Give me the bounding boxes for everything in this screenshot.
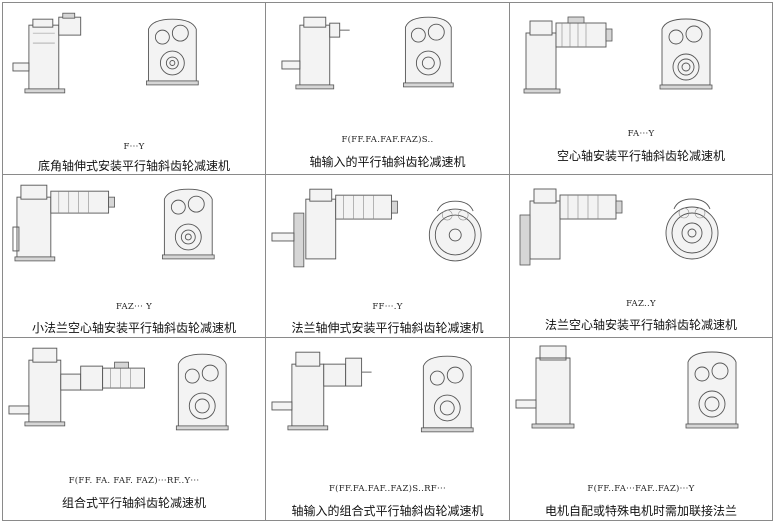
catalog-cell-4: FAZ··· Y 小法兰空心轴安装平行轴斜齿轮减速机 — [3, 175, 266, 338]
reducer-catalog-grid: F···Y 底角轴伸式安装平行轴斜齿轮减速机 F(FF.FA.FAF.FAZ)S… — [2, 2, 773, 521]
small-flange-hollow-shaft-reducer-drawing — [12, 184, 215, 262]
catalog-cell-8: F(FF.FA.FAF..FAZ)S..RF··· 轴输入的组合式平行轴斜齿轮减… — [266, 338, 510, 520]
model-caption: 电机自配或特殊电机时需加联接法兰 — [544, 504, 737, 518]
foot-mounted-shaft-reducer-drawing — [12, 12, 199, 94]
shaft-input-reducer-drawing — [281, 16, 454, 90]
model-caption: 法兰轴伸式安装平行轴斜齿轮减速机 — [291, 321, 484, 335]
model-caption: 轴输入的组合式平行轴斜齿轮减速机 — [291, 504, 484, 518]
catalog-cell-3: FA···Y 空心轴安装平行轴斜齿轮减速机 — [510, 3, 772, 175]
model-code: F(FF..FA···FAF..FAZ)···Y — [587, 484, 695, 494]
model-caption: 组合式平行轴斜齿轮减速机 — [61, 496, 206, 510]
model-code: F···Y — [123, 142, 145, 152]
model-code: FAZ··· Y — [115, 302, 153, 312]
model-code: F(FF. FA. FAF. FAZ)···RF..Y··· — [68, 476, 200, 486]
catalog-cell-7: F(FF. FA. FAF. FAZ)···RF..Y··· 组合式平行轴斜齿轮… — [3, 338, 266, 520]
flange-shaft-reducer-drawing — [271, 188, 482, 268]
model-caption: 轴输入的平行轴斜齿轮减速机 — [309, 155, 466, 169]
model-code: FA···Y — [627, 129, 655, 139]
model-caption: 底角轴伸式安装平行轴斜齿轮减速机 — [37, 159, 230, 173]
model-caption: 空心轴安装平行轴斜齿轮减速机 — [556, 149, 725, 163]
custom-motor-adapter-flange-reducer-drawing — [515, 345, 739, 429]
model-code: FAZ..Y — [626, 299, 656, 309]
catalog-cell-9: F(FF..FA···FAF..FAZ)···Y 电机自配或特殊电机时需加联接法… — [510, 338, 772, 520]
model-code: F(FF.FA.FAF..FAZ)S..RF··· — [328, 484, 446, 494]
catalog-cell-1: F···Y 底角轴伸式安装平行轴斜齿轮减速机 — [3, 3, 266, 175]
model-code: F(FF.FA.FAF.FAZ)S.. — [341, 135, 434, 145]
model-caption: 小法兰空心轴安装平行轴斜齿轮减速机 — [31, 321, 236, 335]
catalog-cell-6: FAZ..Y 法兰空心轴安装平行轴斜齿轮减速机 — [510, 175, 772, 338]
catalog-cell-5: FF···.Y 法兰轴伸式安装平行轴斜齿轮减速机 — [266, 175, 510, 338]
model-code: FF···.Y — [372, 302, 403, 312]
shaft-input-combined-reducer-drawing — [271, 351, 474, 433]
model-caption: 法兰空心轴安装平行轴斜齿轮减速机 — [544, 318, 737, 332]
hollow-shaft-reducer-drawing — [523, 16, 713, 94]
flange-hollow-shaft-reducer-drawing — [519, 188, 719, 266]
combined-reducer-drawing — [8, 347, 229, 431]
catalog-cell-2: F(FF.FA.FAF.FAZ)S.. 轴输入的平行轴斜齿轮减速机 — [266, 3, 510, 175]
